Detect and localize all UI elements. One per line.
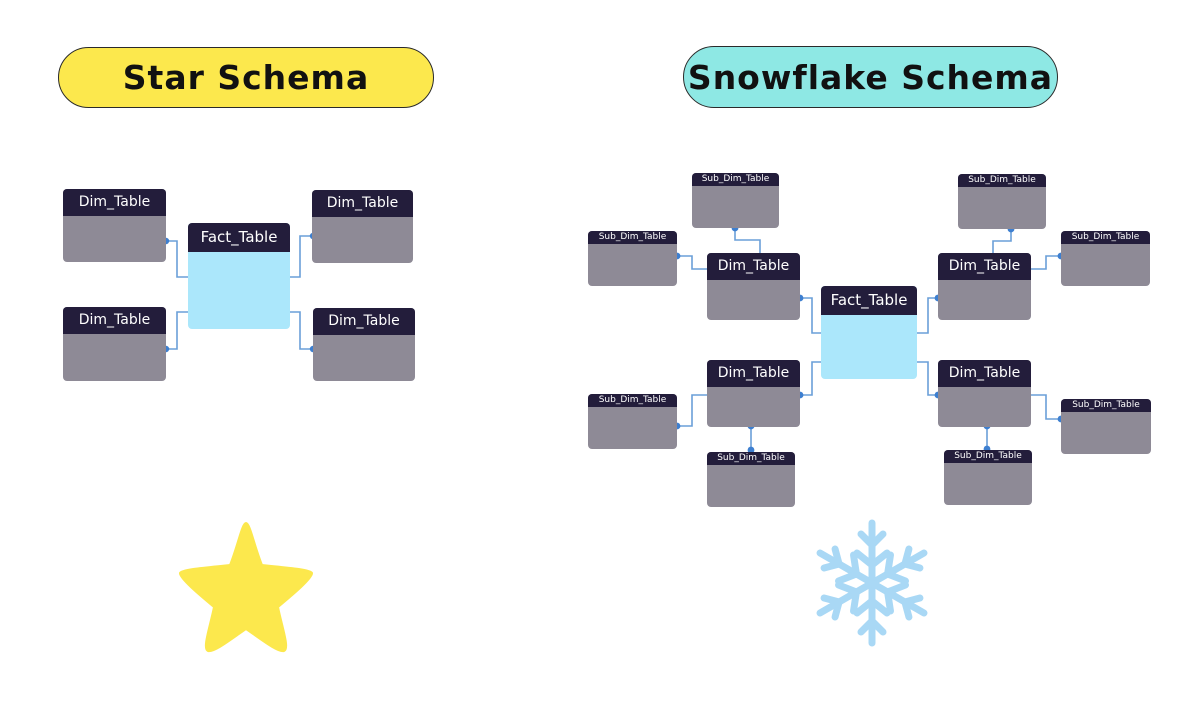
connector-line (917, 361, 938, 396)
snowflake-sub-dim-table: Sub_Dim_Table (944, 450, 1032, 505)
star-dim-table-top-left: Dim_Table (63, 189, 166, 262)
table-header: Sub_Dim_Table (588, 231, 677, 244)
connector-dot (747, 446, 755, 454)
star-dim-table-top-right: Dim_Table (312, 190, 413, 263)
table-header: Dim_Table (707, 253, 800, 280)
table-header: Sub_Dim_Table (944, 450, 1032, 463)
table-header: Dim_Table (707, 360, 800, 387)
star-schema-title: Star Schema (58, 47, 434, 108)
snowflake-sub-dim-table: Sub_Dim_Table (588, 394, 677, 449)
snowflake-sub-dim-table: Sub_Dim_Table (588, 231, 677, 286)
table-header: Dim_Table (938, 253, 1031, 280)
table-header: Fact_Table (821, 286, 917, 315)
star-fact-table: Fact_Table (188, 223, 290, 329)
snowflake-sub-dim-table: Sub_Dim_Table (692, 173, 779, 228)
star-dim-table-bottom-right: Dim_Table (313, 308, 415, 381)
snowflake-fact-table: Fact_Table (821, 286, 917, 379)
table-header: Fact_Table (188, 223, 290, 252)
table-header: Dim_Table (313, 308, 415, 335)
table-header: Dim_Table (312, 190, 413, 217)
snowflake-sub-dim-table: Sub_Dim_Table (1061, 399, 1151, 454)
connector-line (166, 311, 188, 350)
snowflake-sub-dim-table: Sub_Dim_Table (958, 174, 1046, 229)
table-header: Dim_Table (938, 360, 1031, 387)
table-header: Dim_Table (63, 307, 166, 334)
connector-line (1031, 255, 1061, 270)
table-header: Dim_Table (63, 189, 166, 216)
connector-line (917, 297, 938, 334)
table-header: Sub_Dim_Table (588, 394, 677, 407)
snowflake-dim-table-top-right: Dim_Table (938, 253, 1031, 320)
connector-line (800, 361, 821, 396)
connector-line (677, 255, 707, 270)
connector-line (734, 228, 761, 253)
star-dim-table-bottom-left: Dim_Table (63, 307, 166, 381)
table-header: Sub_Dim_Table (1061, 399, 1151, 412)
snowflake-dim-table-bottom-left: Dim_Table (707, 360, 800, 427)
table-header: Sub_Dim_Table (1061, 231, 1150, 244)
connector-line (290, 311, 313, 350)
connector-line (1031, 394, 1061, 420)
snowflake-dim-table-top-left: Dim_Table (707, 253, 800, 320)
snowflake-sub-dim-table: Sub_Dim_Table (707, 452, 795, 507)
connector-line (800, 297, 821, 334)
connector-line (166, 240, 188, 278)
connector-line (677, 394, 707, 427)
snowflake-sub-dim-table: Sub_Dim_Table (1061, 231, 1150, 286)
connector-line (992, 229, 1012, 253)
table-header: Sub_Dim_Table (707, 452, 795, 465)
snowflake-dim-table-bottom-right: Dim_Table (938, 360, 1031, 427)
snowflake-icon (816, 519, 928, 647)
table-header: Sub_Dim_Table (958, 174, 1046, 187)
table-header: Sub_Dim_Table (692, 173, 779, 186)
snowflake-schema-title: Snowflake Schema (683, 46, 1058, 108)
star-icon (179, 522, 313, 653)
